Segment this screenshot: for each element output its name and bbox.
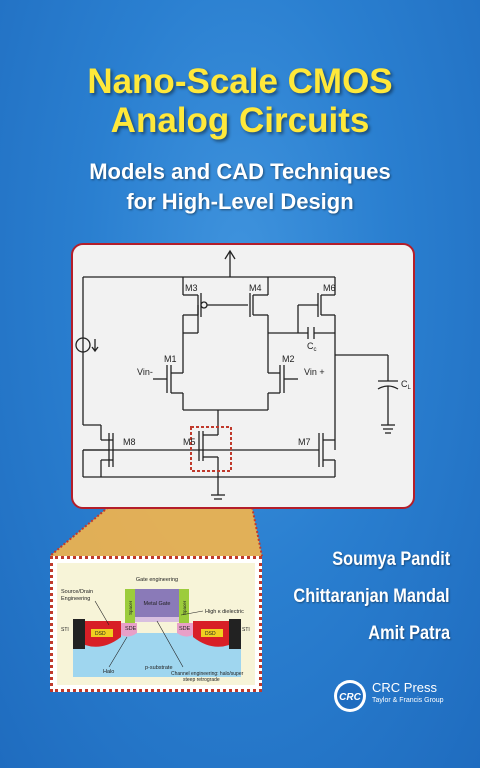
label-m1: M1 <box>164 354 177 364</box>
label-channel-1: Channel engineering: halo/super <box>171 671 244 677</box>
current-source <box>75 337 91 353</box>
m5-highlight <box>190 426 232 472</box>
label-sde-left: SDE <box>125 626 137 632</box>
label-vin-minus: Vin- <box>137 367 153 377</box>
high-k-layer <box>135 617 179 622</box>
publisher-logo: CRC CRC Press Taylor & Francis Group <box>332 678 444 719</box>
label-channel-2: steep retrograde <box>183 677 220 683</box>
label-m8: M8 <box>123 437 136 447</box>
label-sde-right: SDE <box>179 626 191 632</box>
label-high-k: High κ dielectric <box>205 609 244 615</box>
sti-left <box>73 619 85 649</box>
metal-gate <box>135 589 179 617</box>
label-m5: M5 <box>183 437 196 447</box>
author-2: Chittaranjan Mandal <box>293 586 450 607</box>
subtitle-line-1: Models and CAD Techniques <box>89 159 391 184</box>
circuit-panel: M3 M4 M6 M1 M2 Vin- Vin + M8 M5 M7 Cc CL <box>71 243 415 509</box>
book-subtitle: Models and CAD Techniques for High-Level… <box>0 157 480 217</box>
label-gate-engineering: Gate engineering <box>136 577 178 583</box>
label-sti-right: STI <box>242 627 250 633</box>
sti-right <box>229 619 241 649</box>
label-m3: M3 <box>185 283 198 293</box>
subtitle-line-2: for High-Level Design <box>126 189 354 214</box>
label-source-drain-1: Source/Drain <box>61 589 93 595</box>
crc-logo-icon: CRC <box>334 680 366 712</box>
label-spacer-right: Spacer <box>182 600 187 615</box>
author-1: Soumya Pandit <box>331 549 450 570</box>
label-m4: M4 <box>249 283 262 293</box>
mosfet-cross-section: Gate engineering Metal Gate Source/Drain… <box>57 563 255 685</box>
label-source-drain-2: Engineering <box>61 596 90 602</box>
title-line-2: Analog Circuits <box>110 101 370 140</box>
book-title: Nano-Scale CMOS Analog Circuits <box>0 62 480 140</box>
label-dsd-left: DSD <box>95 631 106 637</box>
label-sti-left: STI <box>61 627 69 633</box>
label-p-substrate: p-substrate <box>145 665 173 671</box>
label-spacer-left: Spacer <box>128 600 133 615</box>
label-m7: M7 <box>298 437 311 447</box>
label-metal-gate: Metal Gate <box>144 601 171 607</box>
label-dsd-right: DSD <box>205 631 216 637</box>
label-halo: Halo <box>103 669 114 675</box>
crc-logo-text: CRC <box>339 692 361 703</box>
publisher-name: CRC Press <box>372 680 438 695</box>
label-m6: M6 <box>323 283 336 293</box>
label-m2: M2 <box>282 354 295 364</box>
title-line-1: Nano-Scale CMOS <box>87 62 393 101</box>
author-3: Amit Patra <box>368 623 450 644</box>
label-vin-plus: Vin + <box>304 367 325 377</box>
label-cc: Cc <box>307 341 317 353</box>
spacer-right <box>179 589 189 623</box>
publisher-group: Taylor & Francis Group <box>372 697 444 704</box>
spacer-left <box>125 589 135 623</box>
opamp-schematic: M3 M4 M6 M1 M2 Vin- Vin + M8 M5 M7 Cc CL <box>75 249 412 500</box>
vdd-arrow <box>224 249 236 260</box>
device-panel: Gate engineering Metal Gate Source/Drain… <box>50 556 262 692</box>
label-cl: CL <box>401 379 412 391</box>
